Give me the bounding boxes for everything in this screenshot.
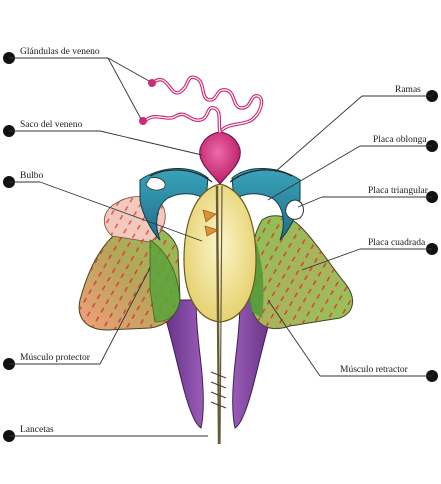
label-musculo-retractor: Músculo retractor [267,299,438,382]
ramas-arcs [149,169,293,183]
label-lancetas-text: Lancetas [20,425,54,435]
label-placa-oblonga-text: Placa oblonga [373,135,427,145]
label-ramas-text: Ramas [395,85,421,95]
label-musculo-protector: Músculo protector [3,267,151,370]
label-saco-text: Saco del veneno [20,120,83,130]
label-saco: Saco del veneno [3,120,203,156]
bulb [183,183,257,323]
label-placa-triangular-text: Placa triangular [368,186,429,196]
label-placa-triangular: Placa triangular [297,186,438,208]
label-musculo-protector-text: Músculo protector [20,353,91,363]
teal-plates [139,167,304,241]
label-ramas: Ramas [274,85,438,173]
label-placa-cuadrada-text: Placa cuadrada [368,238,426,248]
label-glandulas: Glándulas de veneno [3,47,150,120]
purple-lower-structures [159,299,277,429]
lancet-shaft [210,185,227,445]
label-bulbo-text: Bulbo [20,171,43,181]
right-muscle-group [247,215,353,330]
label-glandulas-text: Glándulas de veneno [20,47,100,57]
label-placa-cuadrada: Placa cuadrada [301,238,438,271]
venom-glands [139,75,264,134]
label-bulbo: Bulbo [3,171,203,242]
label-lancetas: Lancetas [3,425,208,442]
left-muscle-group [78,195,181,331]
poison-sac [199,131,241,185]
label-musculo-retractor-text: Músculo retractor [340,365,409,375]
label-placa-oblonga: Placa oblonga [267,135,438,201]
